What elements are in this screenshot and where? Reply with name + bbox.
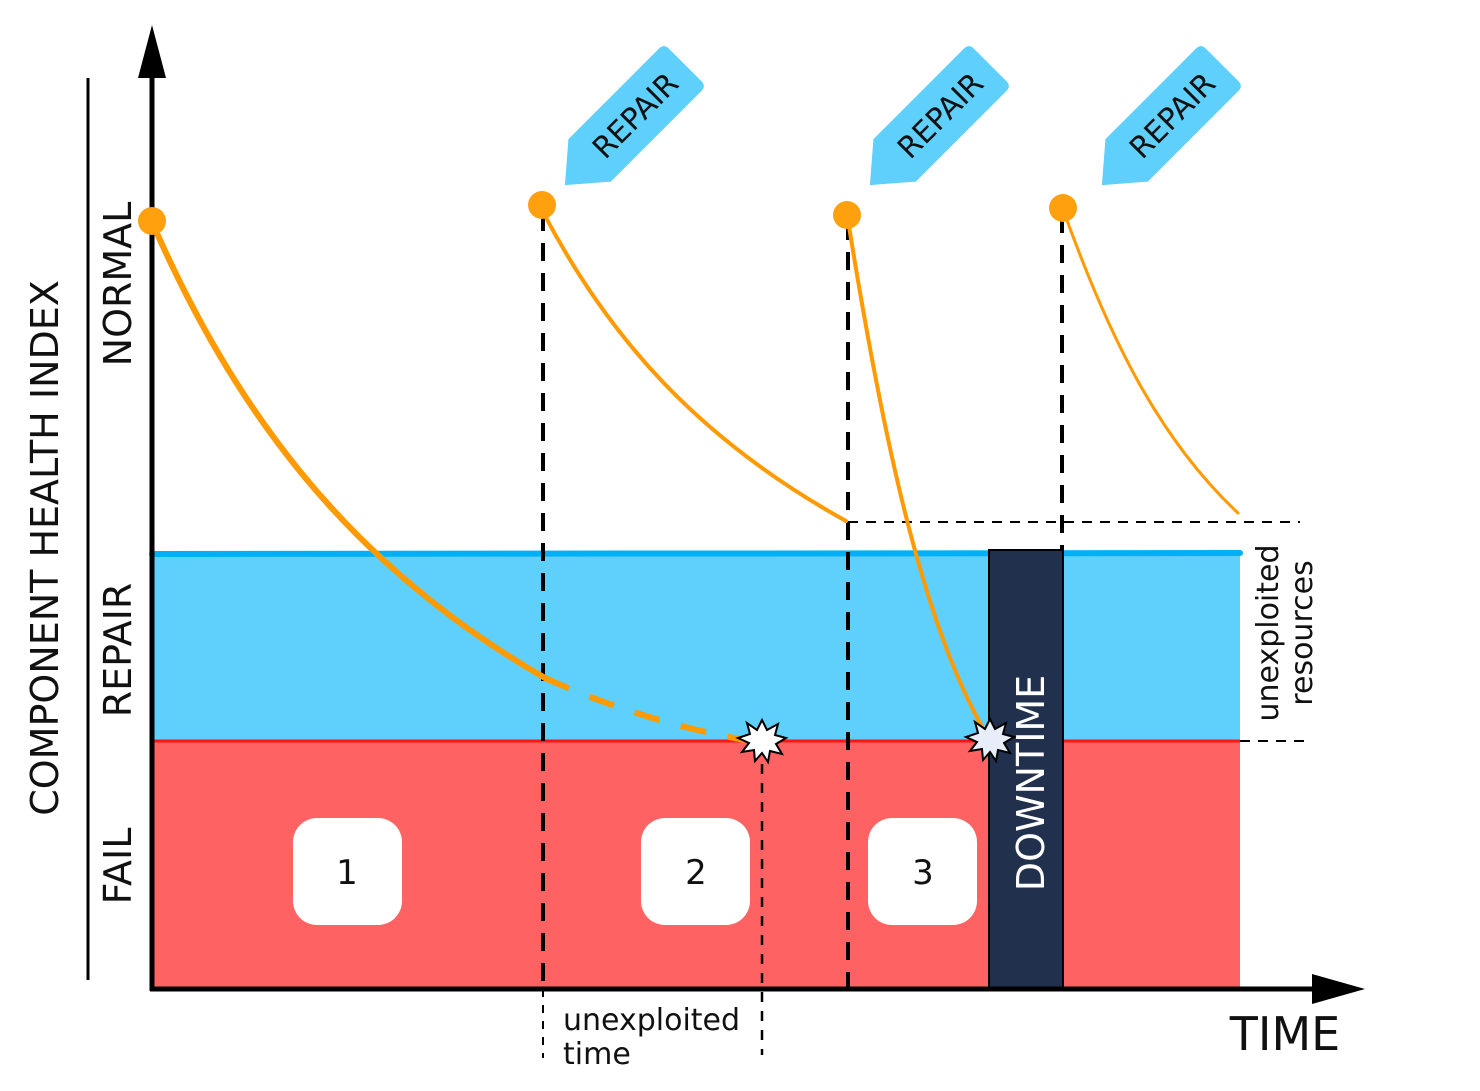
repair-tag-1: REPAIR <box>564 46 704 186</box>
repair-zone <box>152 553 1240 741</box>
strategy-badge-3: 3 <box>868 818 977 925</box>
strategy-badge-2: 2 <box>641 818 750 925</box>
downtime-label: DOWNTIME <box>1009 675 1053 891</box>
health-marker-4 <box>1049 194 1077 222</box>
downtime-bar <box>988 549 1064 990</box>
degradation-curve-4 <box>1062 210 1240 515</box>
unexploited-time-label-line2: time <box>563 1037 631 1072</box>
degradation-curve-1-projected <box>543 675 746 743</box>
y-axis-arrow-icon <box>138 25 166 78</box>
zone-label-fail: FAIL <box>96 828 140 905</box>
degradation-curve-1 <box>149 219 548 681</box>
degradation-curve-2 <box>541 210 848 523</box>
health-marker-2 <box>528 191 556 219</box>
strategy-number: 3 <box>912 853 934 893</box>
strategy-number: 2 <box>685 853 707 893</box>
unexploited-resources-label-line2: resources <box>1285 560 1320 705</box>
y-axis-label: COMPONENT HEALTH INDEX <box>23 280 67 816</box>
degradation-curve-3 <box>846 218 987 734</box>
zone-label-repair: REPAIR <box>96 583 140 718</box>
repair-tag-2: REPAIR <box>869 46 1009 186</box>
x-axis-label: TIME <box>1229 1007 1340 1061</box>
unexploited-resources-label-line1: unexploited <box>1251 544 1286 721</box>
repair-threshold-line <box>149 550 1243 557</box>
repair-tag-3: REPAIR <box>1101 46 1241 186</box>
health-marker-1 <box>138 207 166 235</box>
unexploited-time-label-line1: unexploited <box>563 1003 740 1038</box>
strategy-number: 1 <box>336 853 358 893</box>
health-marker-3 <box>833 201 861 229</box>
strategy-badge-1: 1 <box>293 818 402 925</box>
zone-label-normal: NORMAL <box>96 202 140 367</box>
x-axis-arrow-icon <box>1312 974 1365 1004</box>
failure-burst-icon-1 <box>735 717 789 765</box>
failure-burst-icon-2 <box>963 716 1017 764</box>
